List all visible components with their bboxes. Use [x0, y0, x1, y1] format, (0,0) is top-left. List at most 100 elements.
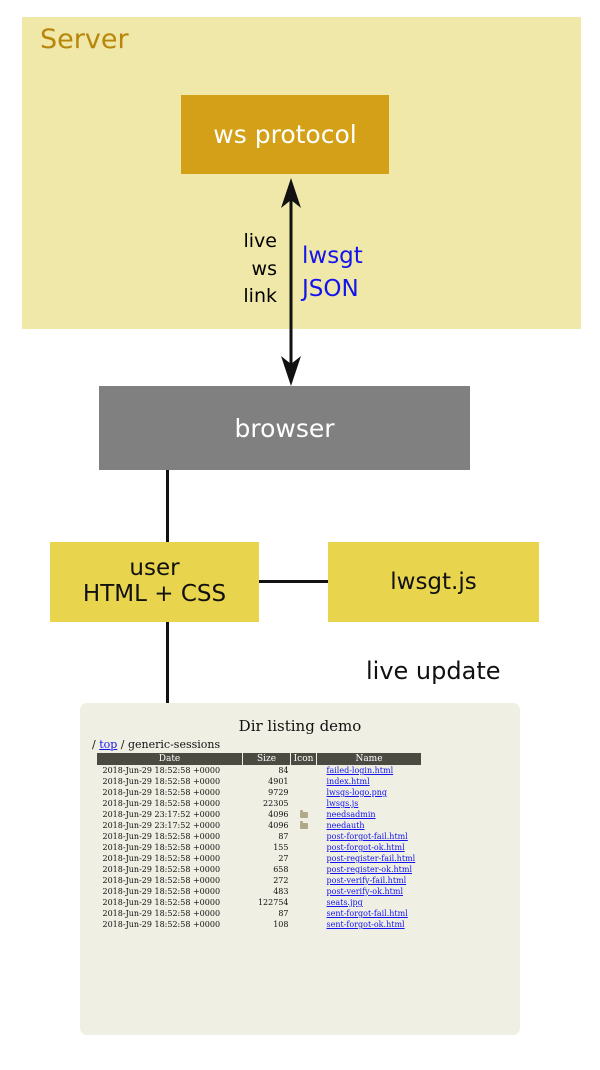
- cell-size: 658: [273, 865, 289, 874]
- cell-size: 155: [273, 843, 289, 852]
- cell-size: 22305: [263, 799, 289, 808]
- cell-date: 2018-Jun-29 18:52:58 +0000: [102, 887, 221, 896]
- file-link[interactable]: post-forgot-ok.html: [326, 843, 405, 852]
- file-link[interactable]: needsadmin: [326, 810, 376, 819]
- file-link[interactable]: sent-forgot-fail.html: [326, 909, 408, 918]
- cell-date: 2018-Jun-29 18:52:58 +0000: [102, 832, 221, 841]
- cell-name: post-verify-fail.html: [317, 875, 422, 886]
- table-row: 2018-Jun-29 18:52:58 +0000 4901 index.html: [97, 776, 422, 787]
- cell-icon: [291, 875, 317, 886]
- folder-icon: [299, 810, 308, 818]
- cell-size: 108: [273, 920, 289, 929]
- cell-date: 2018-Jun-29 18:52:58 +0000: [102, 898, 221, 907]
- cell-date: 2018-Jun-29 18:52:58 +0000: [102, 766, 221, 775]
- table-row: 2018-Jun-29 18:52:58 +0000 483 post-verify…: [97, 886, 422, 897]
- cell-name: post-register-fail.html: [317, 853, 422, 864]
- user-box-label-line1: user: [129, 555, 180, 582]
- cell-name: post-forgot-fail.html: [317, 831, 422, 842]
- arrow-label-line-live: live: [243, 230, 278, 252]
- table-row: 2018-Jun-29 18:52:58 +0000 658 post-regist…: [97, 864, 422, 875]
- browser-box-label: browser: [234, 413, 335, 443]
- cell-name: post-register-ok.html: [317, 864, 422, 875]
- file-link[interactable]: post-register-ok.html: [326, 865, 413, 874]
- connector-browser-to-user: [166, 470, 169, 542]
- cell-icon: [291, 842, 317, 853]
- bidirectional-arrow-icon: [281, 178, 301, 386]
- table-row: 2018-Jun-29 18:52:58 +0000 155 post-forgot…: [97, 842, 422, 853]
- column-header-size[interactable]: Size: [242, 753, 291, 765]
- arrow-label-line-lwsgt: lwsgt: [302, 243, 363, 269]
- dir-listing-panel: Dir listing demo / top / generic-session…: [80, 703, 520, 1035]
- cell-size: 483: [273, 887, 289, 896]
- table-row: 2018-Jun-29 18:52:58 +0000 122754 seats.jp…: [97, 897, 422, 908]
- cell-name: lwsgs.js: [317, 798, 422, 809]
- breadcrumb-prefix: /: [92, 738, 100, 751]
- table-row: 2018-Jun-29 18:52:58 +0000 108 sent-forgot…: [97, 919, 422, 930]
- arrow-label-line-ws: ws: [251, 257, 277, 280]
- cell-icon: [291, 853, 317, 864]
- cell-size: 4096: [268, 810, 289, 819]
- table-row: 2018-Jun-29 18:52:58 +0000 22305 lwsgs.js: [97, 798, 422, 809]
- ws-protocol-box: ws protocol: [181, 95, 389, 174]
- cell-size: 4901: [268, 777, 289, 786]
- cell-size: 87: [278, 832, 289, 841]
- column-header-name[interactable]: Name: [316, 753, 422, 765]
- table-row: 2018-Jun-29 18:52:58 +0000 87 post-forgot-…: [97, 831, 422, 842]
- cell-icon: [291, 831, 317, 842]
- cell-date: 2018-Jun-29 18:52:58 +0000: [102, 854, 221, 863]
- cell-date: 2018-Jun-29 18:52:58 +0000: [102, 920, 221, 929]
- cell-date: 2018-Jun-29 18:52:58 +0000: [102, 865, 221, 874]
- breadcrumb-link-top[interactable]: top: [99, 738, 118, 751]
- file-link[interactable]: post-register-fail.html: [326, 854, 416, 863]
- file-link[interactable]: sent-forgot-ok.html: [326, 920, 405, 929]
- cell-name: sent-forgot-fail.html: [317, 908, 422, 919]
- table-row: 2018-Jun-29 23:17:52 +0000 4096 needsadmin: [97, 809, 422, 820]
- connector-user-to-lwsgtjs: [259, 580, 328, 583]
- cell-name: failed-login.html: [317, 765, 422, 776]
- file-link[interactable]: seats.jpg: [326, 898, 363, 907]
- cell-size: 84: [278, 766, 289, 775]
- cell-name: sent-forgot-ok.html: [317, 919, 422, 930]
- folder-icon: [299, 821, 308, 829]
- column-header-icon[interactable]: Icon: [290, 753, 317, 765]
- cell-size: 272: [273, 876, 289, 885]
- file-link[interactable]: lwsgs.js: [326, 799, 359, 808]
- file-link[interactable]: post-verify-fail.html: [326, 876, 407, 885]
- user-html-css-box: user HTML + CSS: [50, 542, 259, 622]
- cell-icon: [291, 908, 317, 919]
- cell-date: 2018-Jun-29 18:52:58 +0000: [102, 777, 221, 786]
- dir-listing-title: Dir listing demo: [238, 717, 362, 735]
- file-link[interactable]: index.html: [326, 777, 370, 786]
- file-link[interactable]: post-forgot-fail.html: [326, 832, 408, 841]
- cell-size: 4096: [268, 821, 289, 830]
- column-header-date[interactable]: Date: [96, 753, 243, 765]
- cell-name: post-forgot-ok.html: [317, 842, 422, 853]
- cell-icon: [291, 919, 317, 930]
- cell-icon: [291, 798, 317, 809]
- cell-size: 122754: [257, 898, 289, 907]
- file-link[interactable]: post-verify-ok.html: [326, 887, 404, 896]
- file-link[interactable]: needauth: [326, 821, 365, 830]
- dir-listing-table-body: 2018-Jun-29 18:52:58 +0000 84 failed-login…: [97, 765, 422, 930]
- cell-date: 2018-Jun-29 18:52:58 +0000: [102, 799, 221, 808]
- server-panel-label: Server: [40, 24, 129, 55]
- cell-name: needauth: [317, 820, 422, 831]
- cell-icon: [291, 897, 317, 908]
- cell-date: 2018-Jun-29 23:17:52 +0000: [102, 810, 221, 819]
- cell-icon: [291, 765, 317, 776]
- cell-date: 2018-Jun-29 18:52:58 +0000: [102, 909, 221, 918]
- cell-icon: [291, 886, 317, 897]
- cell-icon: [291, 864, 317, 875]
- cell-icon: [291, 787, 317, 798]
- file-link[interactable]: lwsgs-logo.png: [326, 788, 388, 797]
- cell-name: needsadmin: [317, 809, 422, 820]
- cell-name: index.html: [317, 776, 422, 787]
- cell-date: 2018-Jun-29 18:52:58 +0000: [102, 843, 221, 852]
- file-link[interactable]: failed-login.html: [326, 766, 394, 775]
- lwsgtjs-box: lwsgt.js: [328, 542, 539, 622]
- dir-listing-table: Date Size Icon Name 2018-Jun-29 18:52:58…: [96, 753, 422, 930]
- cell-icon: [291, 776, 317, 787]
